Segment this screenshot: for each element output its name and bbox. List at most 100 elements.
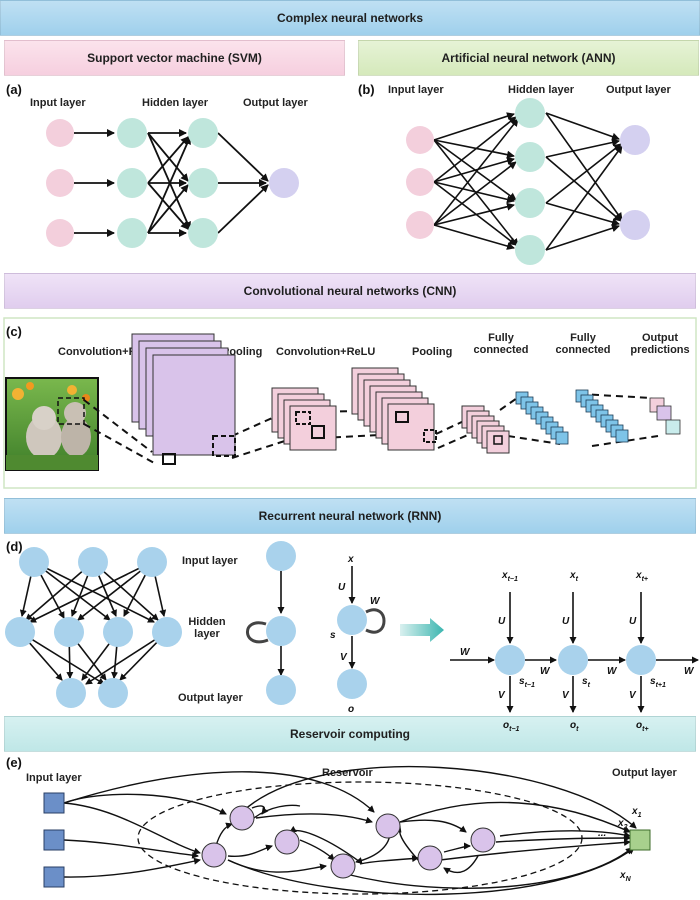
fc1-layer bbox=[515, 391, 569, 445]
svm-input-node bbox=[46, 119, 74, 147]
ann-input-node bbox=[406, 211, 434, 239]
output-predictions bbox=[649, 397, 681, 435]
unfold-arrow bbox=[400, 618, 444, 642]
rnn-single-input-node bbox=[266, 541, 296, 571]
svm-hidden-node bbox=[188, 118, 218, 148]
ann-hidden-node bbox=[515, 142, 545, 172]
svm-hidden-layer-label: Hidden layer bbox=[142, 97, 209, 109]
rc-reservoir-label: Reservoir bbox=[322, 767, 373, 779]
rnn-mlp-hidden-node bbox=[5, 617, 35, 647]
rnn-U-label: U bbox=[629, 616, 637, 627]
banner-svm: Support vector machine (SVM) bbox=[4, 40, 345, 76]
pool1-feature-maps bbox=[271, 387, 337, 451]
ann-output-node bbox=[620, 210, 650, 240]
cnn-fc1-line1: Fully bbox=[488, 332, 514, 344]
ann-hidden-node bbox=[515, 235, 545, 265]
rc-x1-label: x1 bbox=[631, 806, 642, 819]
ann-input-node bbox=[406, 126, 434, 154]
ann-input-layer-label: Input layer bbox=[388, 84, 444, 96]
rnn-hidden-line2: layer bbox=[194, 628, 220, 640]
svm-hidden-node bbox=[117, 218, 147, 248]
rc-xn-label: xN bbox=[619, 870, 632, 883]
rnn-V-label: V bbox=[498, 690, 506, 701]
rnn-x-t-label: xt bbox=[569, 570, 579, 583]
cnn-frame bbox=[3, 317, 697, 489]
svm-network bbox=[46, 118, 299, 248]
rnn-single-edges bbox=[246, 571, 285, 676]
rnn-hidden-line1: Hidden bbox=[188, 616, 226, 628]
rnn-unfolded-node bbox=[558, 645, 588, 675]
rnn-hidden-layer-label: Hidden layer bbox=[182, 616, 232, 640]
panel-label-a: (a) bbox=[6, 82, 22, 97]
rnn-V-label: V bbox=[562, 690, 570, 701]
rnn-mlp-input-node bbox=[78, 547, 108, 577]
rnn-unfolded-node bbox=[495, 645, 525, 675]
rc-input-node bbox=[43, 792, 65, 814]
cnn-fc2-line2: connected bbox=[555, 344, 611, 356]
rnn-mlp-input-node bbox=[137, 547, 167, 577]
rnn-W-label: W bbox=[460, 647, 471, 658]
rnn-U-label: U bbox=[338, 582, 346, 593]
pool2-feature-maps bbox=[461, 405, 510, 454]
rnn-single-output-node bbox=[266, 675, 296, 705]
input-image bbox=[5, 377, 99, 471]
rnn-o-t-plus-label: ot+ bbox=[636, 720, 649, 733]
banner-ann: Artificial neural network (ANN) bbox=[358, 40, 699, 76]
rnn-o-t-label: ot bbox=[570, 720, 579, 733]
svm-input-layer-label: Input layer bbox=[30, 97, 86, 109]
rnn-s-label: s bbox=[330, 630, 336, 641]
conv2-feature-maps bbox=[351, 367, 437, 451]
rnn-mlp-hidden-node bbox=[54, 617, 84, 647]
rc-dots-label: ... bbox=[598, 828, 606, 839]
svm-hidden-node bbox=[117, 118, 147, 148]
panel-label-c: (c) bbox=[6, 324, 22, 339]
rnn-W-label: W bbox=[370, 596, 381, 607]
banner-reservoir-computing: Reservoir computing bbox=[4, 716, 696, 752]
panel-label-b: (b) bbox=[358, 82, 375, 97]
rnn-U-label: U bbox=[562, 616, 570, 627]
rnn-mlp-output-node bbox=[56, 678, 86, 708]
rnn-s-t-label: st bbox=[582, 676, 591, 689]
rnn-mlp-output-node bbox=[98, 678, 128, 708]
svm-input-node bbox=[46, 169, 74, 197]
rnn-V-label: V bbox=[629, 690, 637, 701]
rnn-mlp-edges bbox=[19, 561, 168, 685]
banner-rnn: Recurrent neural network (RNN) bbox=[4, 498, 696, 534]
rnn-mlp-hidden-node bbox=[103, 617, 133, 647]
rnn-folded-edges bbox=[348, 566, 386, 669]
rc-output-layer-label: Output layer bbox=[612, 767, 677, 779]
svm-hidden-node bbox=[117, 168, 147, 198]
ann-output-node bbox=[620, 125, 650, 155]
reservoir-node bbox=[417, 845, 443, 871]
rnn-x-t-minus-1-label: xt−1 bbox=[501, 570, 518, 583]
rnn-diagram: x U W s V o W W W W U U U V V bbox=[5, 541, 699, 733]
cnn-fc2-label: Fully connected bbox=[548, 332, 618, 356]
ann-network bbox=[406, 98, 650, 265]
panel-label-d: (d) bbox=[6, 539, 23, 554]
rnn-o-t-minus-1-label: ot−1 bbox=[503, 720, 520, 733]
cnn-diagram bbox=[3, 317, 697, 489]
rnn-x-label: x bbox=[347, 554, 354, 565]
rnn-unfolded-node bbox=[626, 645, 656, 675]
rc-output-node bbox=[629, 829, 651, 851]
panel-label-e: (e) bbox=[6, 755, 22, 770]
cnn-fc2-line1: Fully bbox=[570, 332, 596, 344]
fc2-layer bbox=[575, 389, 629, 443]
reservoir-node bbox=[229, 805, 255, 831]
cnn-output-line1: Output bbox=[641, 332, 679, 344]
rnn-output-layer-label: Output layer bbox=[178, 692, 243, 704]
svm-input-node bbox=[46, 219, 74, 247]
svm-output-layer-label: Output layer bbox=[243, 97, 308, 109]
reservoir-node bbox=[470, 827, 496, 853]
cnn-output-label: Output predictions bbox=[624, 332, 696, 356]
svm-edges bbox=[74, 129, 269, 237]
rnn-U-label: U bbox=[498, 616, 506, 627]
rnn-x-t-plus-label: xt+ bbox=[635, 570, 648, 583]
rnn-single-hidden-node bbox=[266, 616, 296, 646]
rc-input-layer-label: Input layer bbox=[26, 772, 82, 784]
rnn-W-label: W bbox=[684, 666, 695, 677]
rc-x2-label: x2 bbox=[617, 818, 628, 831]
ann-output-layer-label: Output layer bbox=[606, 84, 671, 96]
banner-complex-neural-networks: Complex neural networks bbox=[0, 0, 700, 36]
